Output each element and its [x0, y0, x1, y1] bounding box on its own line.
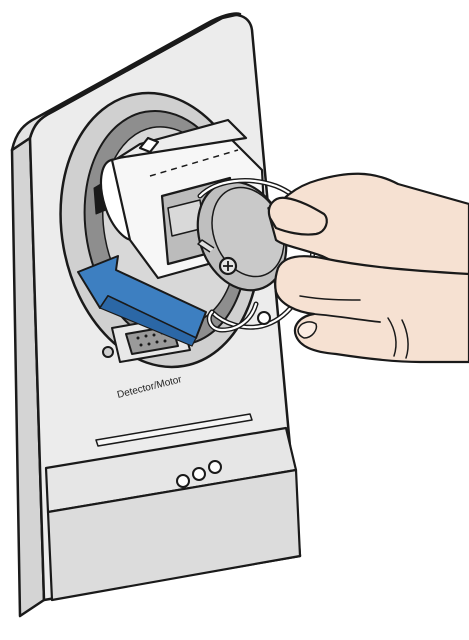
indicator-dot-icon: [193, 468, 205, 480]
wire-eyelet: [258, 312, 270, 324]
port-screw-left: [103, 347, 113, 357]
indicator-dot-icon: [209, 461, 221, 473]
indicator-dot-icon: [177, 475, 189, 487]
hand: [269, 174, 469, 362]
hand-lower: [275, 256, 469, 362]
